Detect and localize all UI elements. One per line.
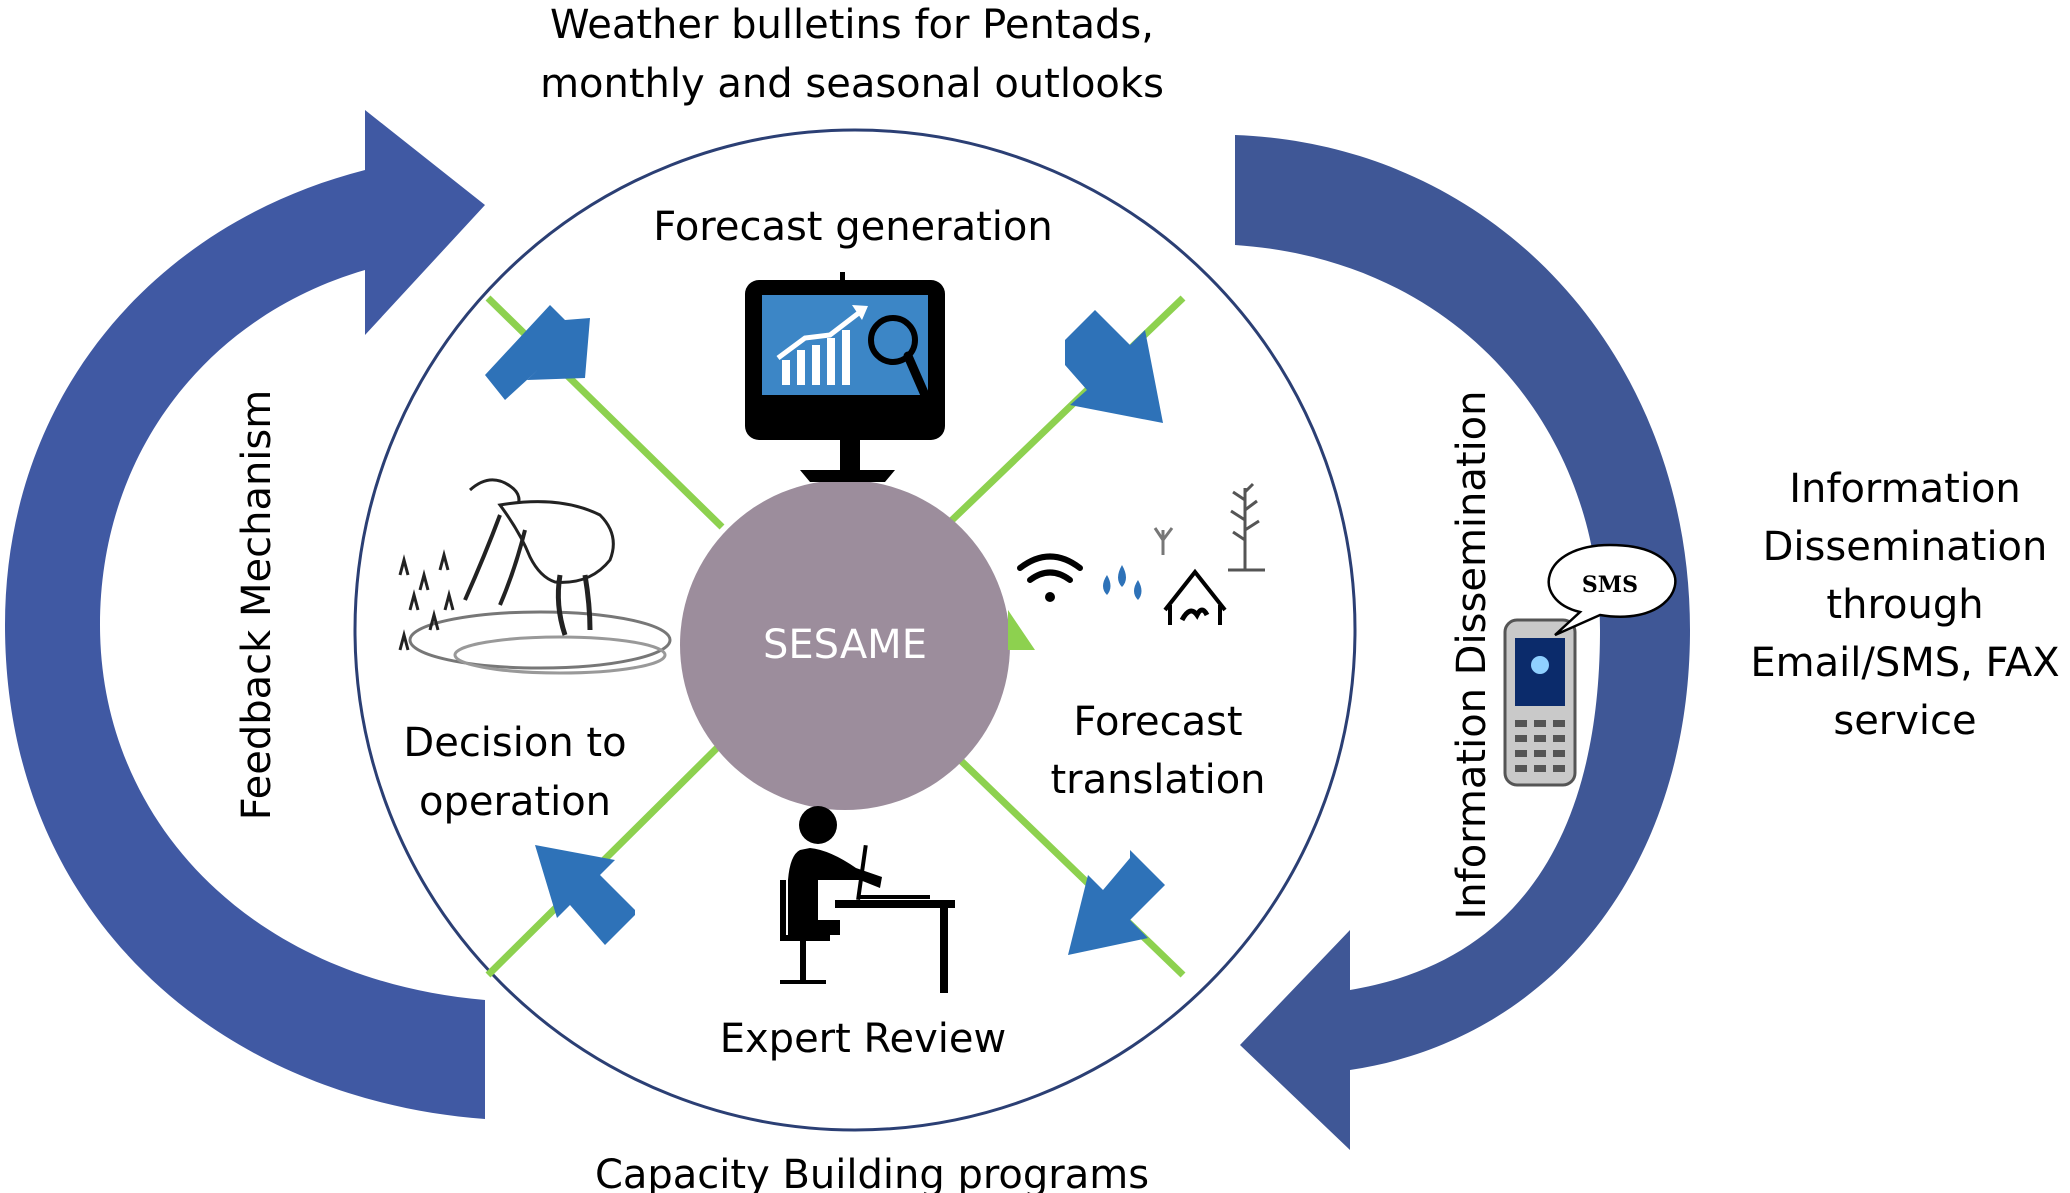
arrow-to-feedback [485, 305, 590, 400]
sesame-core [680, 480, 1010, 810]
right-info-line5: service [1833, 698, 1976, 744]
arrow-to-review [1068, 850, 1165, 955]
bottom-caption: Capacity Building programs [595, 1152, 1149, 1193]
right-info-line3: through [1826, 582, 1983, 628]
wifi-icon [1017, 553, 1083, 602]
feedback-mechanism-label: Feedback Mechanism [234, 390, 280, 820]
right-info-line4: Email/SMS, FAX [1750, 640, 2059, 686]
sms-bubble-text: SMS [1582, 572, 1638, 598]
top-caption-line2: monthly and seasonal outlooks [540, 61, 1164, 107]
arrow-to-decision [535, 845, 635, 945]
decision-label-line2: operation [419, 779, 611, 825]
forecast-translation-label-line1: Forecast [1073, 699, 1242, 745]
left-feedback-arc [5, 110, 485, 1119]
tree-icon [1228, 482, 1265, 572]
rain-drops-icon [1103, 565, 1142, 600]
expert-review-label: Expert Review [720, 1016, 1007, 1062]
right-info-line1: Information [1789, 466, 2021, 512]
decision-label-line1: Decision to [403, 720, 626, 766]
information-dissemination-label: Information Dissemination [1449, 390, 1495, 919]
arrow-to-translation [1065, 310, 1163, 423]
house-plant-icon [1163, 568, 1227, 625]
monitor-chart-magnifier-icon [745, 272, 945, 482]
green-wedge [1008, 610, 1035, 650]
forecast-translation-label-line2: translation [1050, 757, 1265, 803]
grass-icon [1153, 527, 1174, 555]
forecast-generation-label: Forecast generation [653, 204, 1053, 250]
right-info-line2: Dissemination [1763, 524, 2048, 570]
person-at-laptop-icon [780, 806, 955, 993]
top-caption-line1: Weather bulletins for Pentads, [550, 2, 1154, 48]
mobile-phone-sms-icon: SMS [1503, 543, 1677, 787]
wifi-rain-crop-house-tree-icons [1017, 482, 1265, 625]
right-dissemination-arc [1235, 135, 1690, 1150]
right-info-text: Information Dissemination through Email/… [1750, 466, 2059, 744]
center-label: SESAME [763, 622, 927, 668]
sms-bubble [1547, 543, 1677, 637]
farmer-planting-rice-icon [398, 478, 672, 675]
